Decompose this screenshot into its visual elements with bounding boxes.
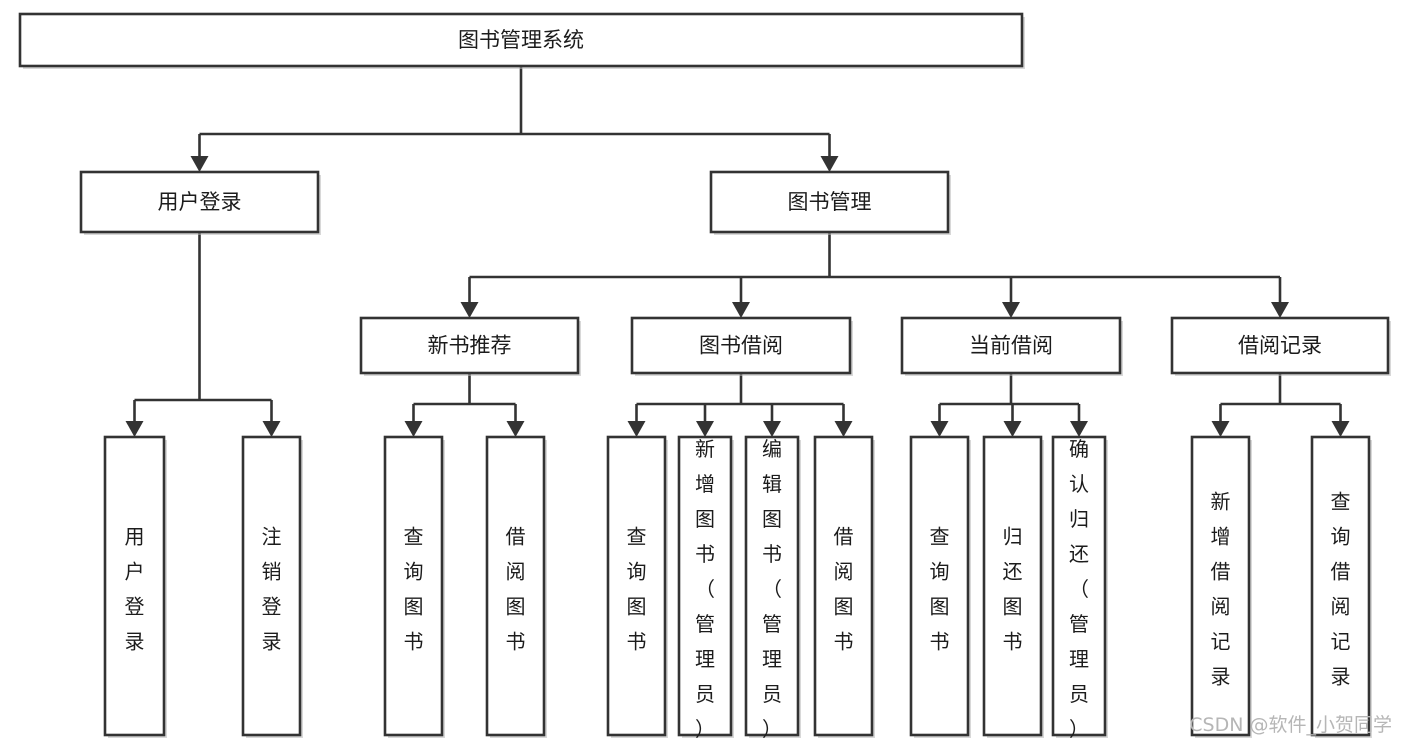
node-box: [677, 435, 733, 737]
arrow-head-icon: [1211, 421, 1230, 437]
node-box: [1170, 316, 1390, 375]
node-label: 图书管理系统: [458, 28, 584, 52]
node-label: 归还图书: [1003, 524, 1023, 653]
node-label: 编辑图书（管理员）: [762, 437, 782, 741]
node-box: [982, 435, 1043, 737]
node-label: 注销登录: [262, 524, 282, 653]
node-leaf-borrow-book-1[interactable]: 借阅图书: [485, 435, 547, 738]
node-box: [1190, 435, 1251, 737]
arrow-head-icon: [125, 421, 144, 437]
node-box: [909, 435, 970, 737]
node-label: 图书管理: [788, 190, 872, 214]
node-label: 新书推荐: [428, 334, 512, 358]
diagram-nodes: 图书管理系统用户登录图书管理新书推荐图书借阅当前借阅借阅记录用户登录注销登录查询…: [18, 12, 1391, 741]
node-new-book-recommend[interactable]: 新书推荐: [359, 316, 581, 376]
node-box: [485, 435, 546, 737]
node-label: 图书借阅: [699, 334, 783, 358]
node-leaf-borrow-book-2[interactable]: 借阅图书: [813, 435, 875, 738]
node-box: [1310, 435, 1371, 737]
node-borrow-record[interactable]: 借阅记录: [1170, 316, 1391, 376]
node-label: 用户登录: [158, 190, 242, 214]
arrow-head-icon: [627, 421, 646, 437]
arrow-head-icon: [460, 302, 479, 318]
node-leaf-query-book-3[interactable]: 查询图书: [909, 435, 971, 738]
node-label: 查询借阅记录: [1331, 489, 1351, 688]
node-label: 借阅图书: [834, 524, 854, 653]
node-root[interactable]: 图书管理系统: [18, 12, 1025, 69]
arrow-head-icon: [190, 156, 209, 172]
arrow-head-icon: [1271, 302, 1289, 318]
arrow-head-icon: [404, 421, 423, 437]
node-box: [744, 435, 800, 737]
watermark-text: CSDN @软件_小贺同学: [1189, 714, 1392, 736]
node-leaf-confirm-return[interactable]: 确认归还（管理员）: [1051, 435, 1108, 741]
node-box: [709, 170, 950, 234]
node-box: [359, 316, 580, 375]
node-leaf-edit-book[interactable]: 编辑图书（管理员）: [744, 435, 801, 741]
arrow-head-icon: [1331, 421, 1350, 437]
arrow-head-icon: [262, 421, 281, 437]
node-box: [383, 435, 444, 737]
node-user-login[interactable]: 用户登录: [79, 170, 321, 235]
node-leaf-return-book[interactable]: 归还图书: [982, 435, 1044, 738]
node-leaf-user-logout[interactable]: 注销登录: [241, 435, 303, 738]
arrow-head-icon: [763, 421, 781, 437]
node-label: 当前借阅: [969, 334, 1053, 358]
node-box: [241, 435, 302, 737]
node-label: 查询图书: [404, 524, 424, 653]
connector-lines: [125, 66, 1350, 437]
node-current-borrow[interactable]: 当前借阅: [900, 316, 1123, 376]
node-label: 新增图书（管理员）: [695, 437, 715, 741]
node-label: 新增借阅记录: [1211, 489, 1231, 688]
node-box: [18, 12, 1024, 68]
node-leaf-user-login[interactable]: 用户登录: [103, 435, 167, 738]
arrow-head-icon: [834, 421, 853, 437]
node-leaf-add-book[interactable]: 新增图书（管理员）: [677, 435, 734, 741]
arrow-head-icon: [696, 421, 714, 437]
arrow-head-icon: [1002, 302, 1020, 318]
node-box: [900, 316, 1122, 375]
arrow-head-icon: [820, 156, 839, 172]
node-leaf-query-record[interactable]: 查询借阅记录: [1310, 435, 1372, 738]
node-leaf-query-book-1[interactable]: 查询图书: [383, 435, 445, 738]
node-box: [103, 435, 166, 737]
node-leaf-add-record[interactable]: 新增借阅记录: [1190, 435, 1252, 738]
node-label: 用户登录: [125, 524, 145, 653]
node-box: [813, 435, 874, 737]
node-label: 借阅记录: [1238, 334, 1322, 358]
node-label: 确认归还（管理员）: [1069, 437, 1089, 741]
arrow-head-icon: [506, 421, 525, 437]
node-box: [79, 170, 320, 234]
node-label: 借阅图书: [506, 524, 526, 653]
node-box: [630, 316, 852, 375]
arrow-head-icon: [930, 421, 949, 437]
arrow-head-icon: [1070, 421, 1088, 437]
node-label: 查询图书: [627, 524, 647, 653]
node-box: [606, 435, 667, 737]
node-book-borrow[interactable]: 图书借阅: [630, 316, 853, 376]
node-leaf-query-book-2[interactable]: 查询图书: [606, 435, 668, 738]
arrow-head-icon: [1003, 421, 1022, 437]
node-label: 查询图书: [930, 524, 950, 653]
node-box: [1051, 435, 1107, 737]
arrow-head-icon: [732, 302, 750, 318]
node-book-manage[interactable]: 图书管理: [709, 170, 951, 235]
